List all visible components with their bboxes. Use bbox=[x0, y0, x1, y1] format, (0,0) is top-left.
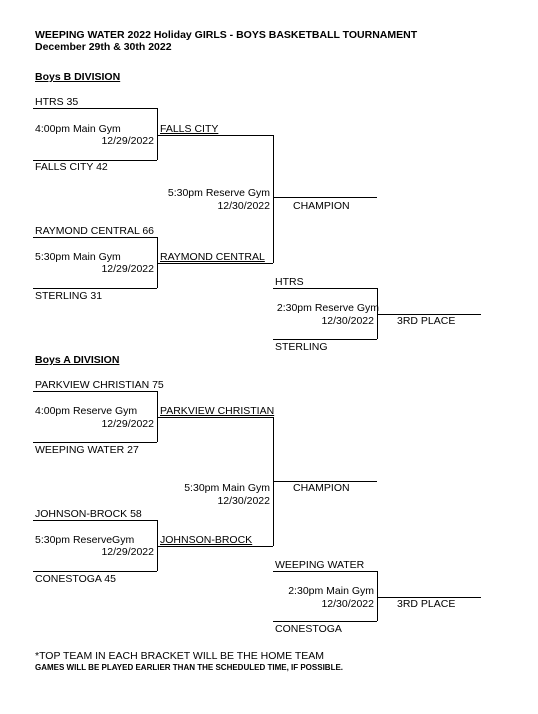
third-place-label: 3RD PLACE bbox=[397, 598, 456, 610]
bracket-line bbox=[157, 520, 158, 571]
champion-label: CHAMPION bbox=[293, 482, 350, 494]
tournament-dates: December 29th & 30th 2022 bbox=[35, 41, 172, 53]
team-bottom: CONESTOGA bbox=[275, 623, 342, 635]
division-title: Boys B DIVISION bbox=[35, 71, 121, 83]
game-time: 4:00pm Main Gym bbox=[35, 123, 121, 135]
bracket-line bbox=[33, 237, 157, 238]
bracket-line bbox=[377, 314, 481, 315]
bracket-line bbox=[33, 160, 157, 161]
team-bottom: FALLS CITY 42 bbox=[35, 161, 108, 173]
bracket-line bbox=[157, 108, 158, 160]
bracket-line bbox=[377, 288, 378, 339]
third-place-label: 3RD PLACE bbox=[397, 315, 456, 327]
bracket-line bbox=[157, 135, 273, 136]
bracket-line bbox=[33, 108, 157, 109]
team-top: HTRS bbox=[275, 276, 304, 288]
bracket-line bbox=[157, 417, 273, 418]
game-time: 4:00pm Reserve Gym bbox=[35, 405, 138, 417]
footer-note-schedule: GAMES WILL BE PLAYED EARLIER THAN THE SC… bbox=[35, 663, 344, 672]
bracket-line bbox=[157, 391, 158, 442]
game-time: 5:30pm Reserve Gym bbox=[167, 187, 270, 199]
bracket-line bbox=[377, 597, 481, 598]
game-time: 5:30pm Main Gym bbox=[35, 251, 121, 263]
game-time: 2:30pm Main Gym bbox=[288, 585, 374, 597]
team-bottom: STERLING 31 bbox=[35, 290, 103, 302]
game-winner: RAYMOND CENTRAL bbox=[160, 251, 265, 263]
bracket-line bbox=[273, 571, 377, 572]
bracket-line bbox=[377, 571, 378, 621]
bracket-line bbox=[273, 621, 377, 622]
game-winner: PARKVIEW CHRISTIAN bbox=[160, 405, 275, 417]
bracket-line bbox=[273, 288, 377, 289]
bracket-line bbox=[157, 263, 273, 264]
game-date: 12/29/2022 bbox=[101, 263, 154, 275]
game-date: 12/29/2022 bbox=[101, 546, 154, 558]
bracket-line bbox=[273, 135, 274, 263]
game-time: 5:30pm ReserveGym bbox=[35, 534, 135, 546]
champion-label: CHAMPION bbox=[293, 200, 350, 212]
team-bottom: STERLING bbox=[275, 341, 328, 353]
bracket-line bbox=[33, 391, 157, 392]
team-top: PARKVIEW CHRISTIAN 75 bbox=[35, 379, 164, 391]
game-winner: FALLS CITY bbox=[160, 123, 219, 135]
bracket-line bbox=[33, 571, 157, 572]
bracket-line bbox=[33, 288, 157, 289]
bracket-line bbox=[157, 546, 273, 547]
footer-note-home-team: *TOP TEAM IN EACH BRACKET WILL BE THE HO… bbox=[35, 650, 325, 662]
division-title: Boys A DIVISION bbox=[35, 354, 120, 366]
bracket-line bbox=[157, 237, 158, 288]
bracket-line bbox=[273, 481, 377, 482]
team-top: HTRS 35 bbox=[35, 96, 79, 108]
game-date: 12/30/2022 bbox=[217, 495, 270, 507]
page-title: WEEPING WATER 2022 Holiday GIRLS - BOYS … bbox=[35, 29, 418, 41]
game-time: 5:30pm Main Gym bbox=[184, 482, 270, 494]
game-date: 12/29/2022 bbox=[101, 135, 154, 147]
team-top: RAYMOND CENTRAL 66 bbox=[35, 225, 155, 237]
game-date: 12/29/2022 bbox=[101, 418, 154, 430]
bracket-line bbox=[273, 197, 377, 198]
game-winner: JOHNSON-BROCK bbox=[160, 534, 253, 546]
game-time: 2:30pm Reserve Gym bbox=[276, 302, 379, 314]
game-date: 12/30/2022 bbox=[321, 315, 374, 327]
game-date: 12/30/2022 bbox=[321, 598, 374, 610]
bracket-line bbox=[33, 442, 157, 443]
bracket-line bbox=[33, 520, 157, 521]
bracket-line bbox=[273, 339, 377, 340]
game-date: 12/30/2022 bbox=[217, 200, 270, 212]
team-top: JOHNSON-BROCK 58 bbox=[35, 508, 142, 520]
team-bottom: CONESTOGA 45 bbox=[35, 573, 116, 585]
team-bottom: WEEPING WATER 27 bbox=[35, 444, 139, 456]
team-top: WEEPING WATER bbox=[275, 559, 365, 571]
